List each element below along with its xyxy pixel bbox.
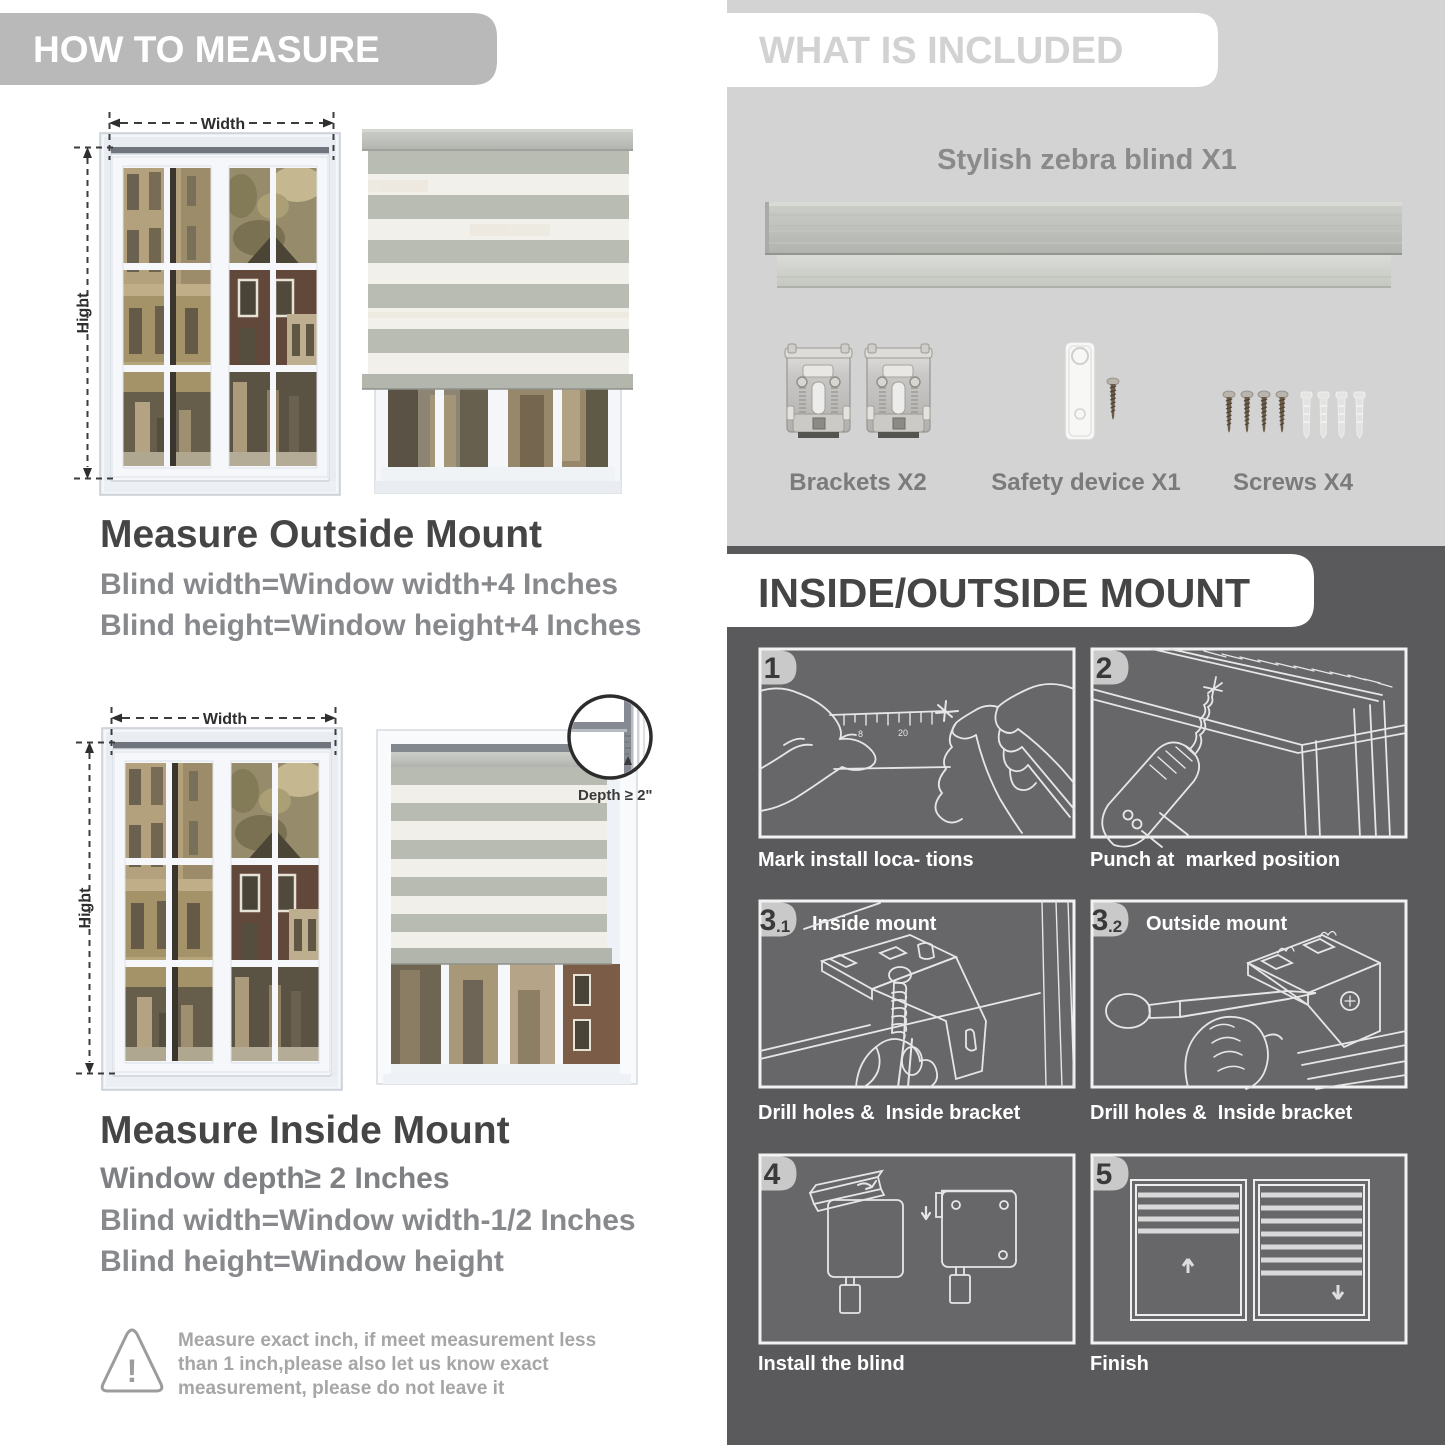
- svg-text:Finish: Finish: [1090, 1353, 1149, 1375]
- svg-text:5: 5: [1096, 1158, 1113, 1191]
- svg-text:1: 1: [764, 652, 781, 685]
- svg-text:Mark install loca- tions: Mark install loca- tions: [758, 849, 974, 871]
- svg-text:.1: .1: [776, 917, 790, 936]
- svg-text:Window depth≥ 2 Inches: Window depth≥ 2 Inches: [100, 1162, 450, 1195]
- svg-text:INSIDE/OUTSIDE MOUNT: INSIDE/OUTSIDE MOUNT: [758, 570, 1250, 616]
- svg-text:Punch at marked position: Punch at marked position: [1090, 849, 1340, 871]
- svg-text:Hight: Hight: [75, 292, 92, 334]
- svg-text:Drill holes & Inside bracket: Drill holes & Inside bracket: [1090, 1102, 1353, 1124]
- svg-text:Measure exact inch, if meet me: Measure exact inch, if meet measurement …: [178, 1330, 596, 1351]
- svg-text:Depth ≥ 2": Depth ≥ 2": [578, 787, 653, 804]
- svg-text:Outside mount: Outside mount: [1146, 913, 1287, 935]
- svg-text:20: 20: [898, 728, 908, 738]
- svg-text:Blind width=Window width-1/2 I: Blind width=Window width-1/2 Inches: [100, 1204, 636, 1237]
- svg-text:.2: .2: [1108, 917, 1122, 936]
- svg-text:Blind width=Window width+4 Inc: Blind width=Window width+4 Inches: [100, 568, 618, 601]
- svg-text:Measure Inside Mount: Measure Inside Mount: [100, 1109, 510, 1152]
- svg-text:WHAT IS INCLUDED: WHAT IS INCLUDED: [759, 30, 1124, 72]
- svg-text:Screws X4: Screws X4: [1233, 469, 1354, 496]
- svg-text:Measure Outside Mount: Measure Outside Mount: [100, 513, 542, 556]
- svg-text:Install the blind: Install the blind: [758, 1353, 905, 1375]
- svg-text:Blind height=Window height+4 I: Blind height=Window height+4 Inches: [100, 609, 641, 642]
- svg-text:Brackets X2: Brackets X2: [789, 469, 926, 496]
- svg-text:!: !: [127, 1353, 138, 1389]
- svg-text:measurement, please do not lea: measurement, please do not leave it: [178, 1378, 505, 1399]
- svg-text:3: 3: [760, 904, 777, 937]
- svg-text:Blind height=Window height: Blind height=Window height: [100, 1245, 504, 1278]
- svg-text:Drill holes & Inside bracket: Drill holes & Inside bracket: [758, 1102, 1021, 1124]
- svg-text:4: 4: [764, 1158, 781, 1191]
- svg-text:than 1 inch,please also let us: than 1 inch,please also let us know exac…: [178, 1354, 549, 1375]
- svg-text:Width: Width: [201, 116, 245, 133]
- svg-text:Safety device X1: Safety device X1: [991, 469, 1180, 496]
- svg-text:Stylish zebra blind X1: Stylish zebra blind X1: [937, 144, 1237, 176]
- svg-text:3: 3: [1092, 904, 1109, 937]
- svg-text:2: 2: [1096, 652, 1113, 685]
- svg-text:8: 8: [858, 729, 863, 739]
- svg-text:HOW TO MEASURE: HOW TO MEASURE: [33, 29, 380, 70]
- svg-text:Inside mount: Inside mount: [812, 913, 937, 935]
